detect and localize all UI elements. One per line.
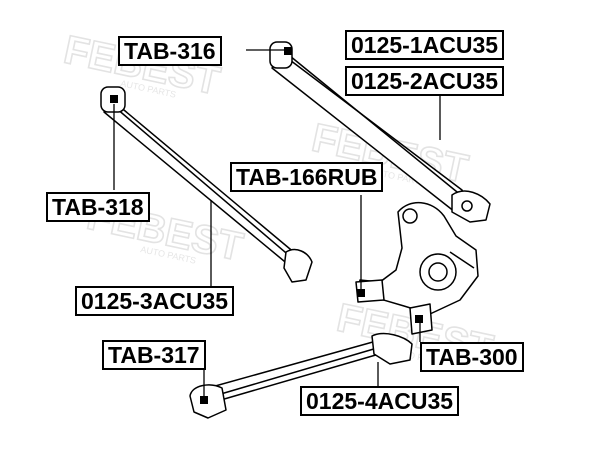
bushing-marker-tab300 (415, 315, 423, 323)
part-label-0125-2acu35: 0125-2ACU35 (345, 66, 505, 96)
part-label-tab316: TAB-316 (118, 36, 222, 66)
part-label-0125-4acu35: 0125-4ACU35 (300, 386, 460, 416)
knuckle (355, 202, 479, 335)
part-label-tab318: TAB-318 (46, 192, 150, 222)
leader-lines (113, 49, 441, 396)
part-label-tab317: TAB-317 (102, 340, 206, 370)
bushing-marker-tab166rub (357, 289, 365, 297)
part-label-0125-3acu35: 0125-3ACU35 (75, 286, 235, 316)
part-label-0125-1acu35: 0125-1ACU35 (345, 30, 505, 60)
upper-arm (269, 41, 491, 223)
bushing-marker-tab318 (110, 95, 118, 103)
bushing-markers (110, 47, 423, 404)
bushing-marker-tab317 (200, 396, 208, 404)
part-label-tab166rub: TAB-166RUB (230, 162, 384, 192)
bushing-marker-tab316 (284, 47, 292, 55)
part-label-tab300: TAB-300 (420, 342, 524, 372)
